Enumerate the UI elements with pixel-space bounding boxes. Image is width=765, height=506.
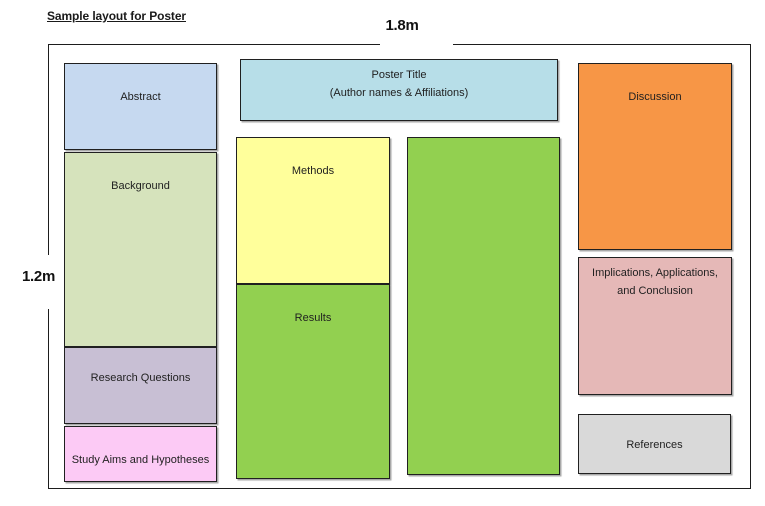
content-placeholder-box	[407, 137, 560, 475]
abstract-label: Abstract	[120, 91, 161, 103]
implications-line1: Implications, Applications,	[592, 267, 718, 279]
methods-box: Methods	[236, 137, 390, 284]
height-dimension-label: 1.2m	[22, 268, 55, 285]
border-gap-left	[44, 255, 53, 309]
results-label: Results	[294, 312, 332, 324]
research-questions-label: Research Questions	[90, 372, 191, 384]
width-dimension-label: 1.8m	[385, 17, 419, 34]
background-box: Background	[64, 152, 217, 347]
study-aims-label: Study Aims and Hypotheses	[71, 454, 210, 466]
methods-label: Methods	[291, 165, 335, 177]
background-label: Background	[111, 180, 170, 192]
poster-title-line2: (Author names & Affiliations)	[329, 87, 469, 99]
discussion-box: Discussion	[578, 63, 732, 250]
poster-title-line1: Poster Title	[371, 69, 427, 81]
page-title: Sample layout for Poster	[47, 9, 186, 23]
implications-box: Implications, Applications, and Conclusi…	[578, 257, 732, 395]
abstract-box: Abstract	[64, 63, 217, 150]
results-box: Results	[236, 284, 390, 479]
poster-title-box: Poster Title (Author names & Affiliation…	[240, 59, 558, 121]
discussion-label: Discussion	[628, 91, 682, 103]
implications-line2: and Conclusion	[617, 285, 693, 297]
study-aims-box: Study Aims and Hypotheses	[64, 426, 217, 482]
references-box: References	[578, 414, 731, 474]
border-gap-top	[380, 41, 453, 49]
references-label: References	[626, 439, 683, 451]
research-questions-box: Research Questions	[64, 347, 217, 424]
